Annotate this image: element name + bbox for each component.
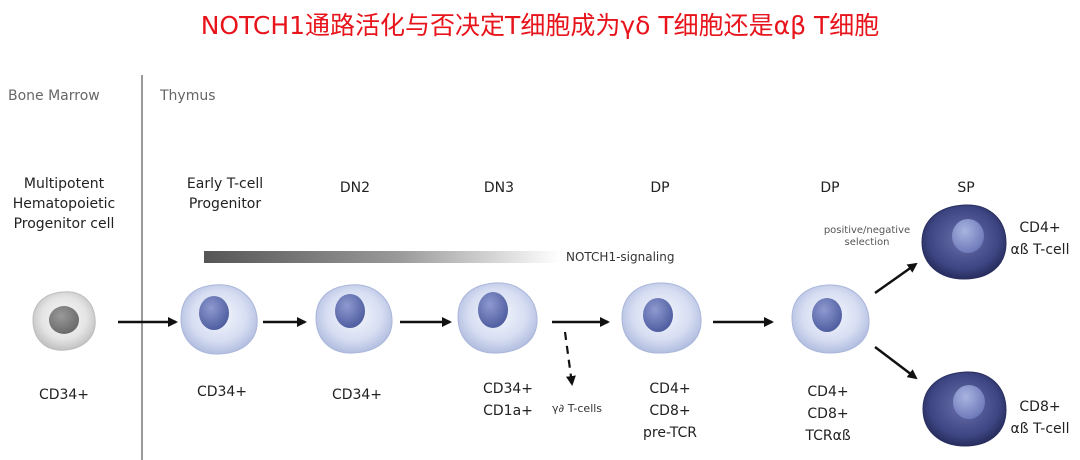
dp-cell-1 [621, 282, 702, 354]
notch1-signaling-label: NOTCH1-signaling [566, 250, 675, 264]
notch1-gradient-bar [204, 251, 560, 263]
dn3-cell [457, 282, 538, 354]
stage-label-dn3: DN3 [483, 180, 515, 196]
dn2-cell [315, 284, 393, 354]
markers-sp-cd8: CD8+αß T-cell [1010, 399, 1070, 437]
markers-sp-cd4: CD4+αß T-cell [1010, 220, 1070, 258]
progenitor-cell [32, 291, 96, 351]
region-label-thymus: Thymus [160, 88, 216, 104]
region-divider [141, 75, 143, 460]
stage-label-dp-2: DP [820, 180, 840, 196]
stage-label-dp-1: DP [650, 180, 670, 196]
markers-mpp: CD34+ [38, 387, 90, 403]
markers-dp-1: CD4+CD8+pre-TCR [643, 381, 697, 441]
arrow-dp-to-cd4 [874, 262, 918, 295]
arrow-dp-to-cd8 [874, 346, 918, 380]
arrow-dn3-to-gamma-delta [563, 331, 576, 386]
stage-label-sp: SP [957, 180, 975, 196]
markers-dn2: CD34+ [331, 387, 383, 403]
gamma-delta-label: γ∂ T-cells [552, 402, 603, 415]
markers-dp-2: CD4+CD8+TCRαß [805, 384, 851, 444]
dp-cell-2 [791, 284, 870, 354]
sp-cd8-cell [922, 371, 1007, 447]
region-label-bone-marrow: Bone Marrow [8, 88, 100, 104]
etp-cell [180, 284, 258, 355]
markers-dn3: CD34+CD1a+ [482, 381, 534, 419]
page-title: NOTCH1通路活化与否决定T细胞成为γδ T细胞还是αβ T细胞 [200, 11, 880, 40]
stage-label-dn2: DN2 [339, 180, 371, 196]
markers-etp: CD34+ [196, 384, 248, 400]
sp-cd4-cell [921, 204, 1007, 280]
